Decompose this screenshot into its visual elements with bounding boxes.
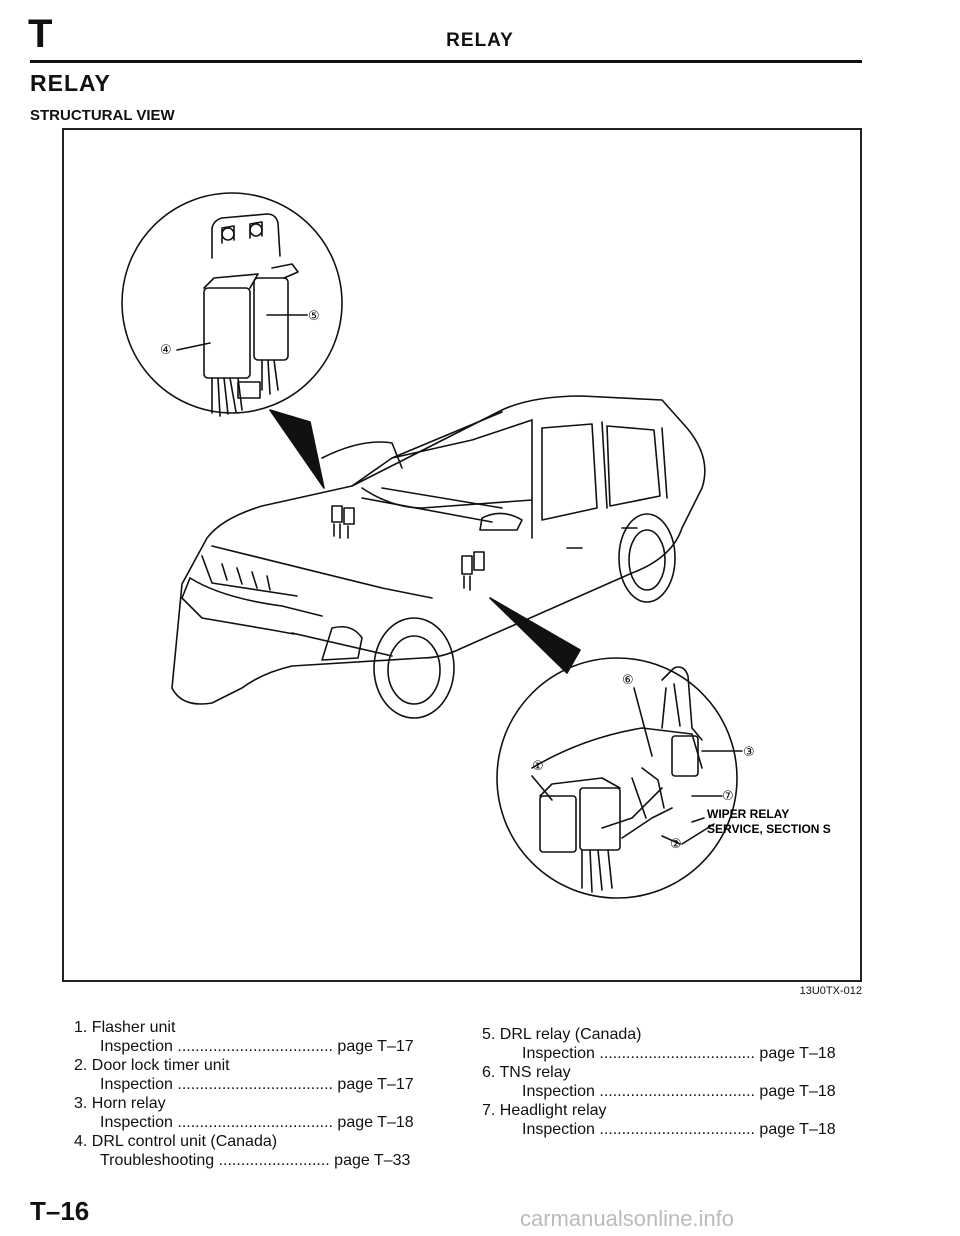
legend-column-2: 5. DRL relay (Canada) Inspection .......… xyxy=(482,1025,882,1139)
watermark: carmanualsonline.info xyxy=(520,1206,735,1231)
callout-4: ④ xyxy=(160,343,172,358)
legend-item: 1. Flasher unit xyxy=(74,1019,176,1036)
callout-6: ⑥ xyxy=(622,673,634,688)
legend-reference: Inspection .............................… xyxy=(522,1045,836,1062)
callout-1: ① xyxy=(532,759,544,774)
lower-relay-group xyxy=(531,666,703,893)
legend-item: 6. TNS relay xyxy=(482,1064,571,1081)
header-rule xyxy=(30,60,862,63)
relay-location-illustration: ⑤ ④ ⑥ ③ ① ⑦ ② WIPER RELAY SERVICE, SECTI… xyxy=(121,192,831,899)
wiper-relay-note-line2: SERVICE, SECTION S xyxy=(707,822,831,836)
lower-detail-circle xyxy=(496,657,738,899)
section-letter: T xyxy=(28,12,53,56)
lower-pointer xyxy=(489,597,581,674)
callout-7: ⑦ xyxy=(722,789,734,804)
running-head-title: RELAY xyxy=(446,30,514,51)
figure-frame xyxy=(62,128,862,982)
legend-reference: Inspection .............................… xyxy=(100,1076,414,1093)
legend-item: 4. DRL control unit (Canada) xyxy=(74,1133,278,1150)
legend-column-1: 1. Flasher unit Inspection .............… xyxy=(74,1018,454,1170)
figure-code: 13U0TX-012 xyxy=(799,985,862,997)
upper-relay-group xyxy=(203,213,299,417)
car-relay-marks xyxy=(331,505,485,591)
legend-reference: Inspection .............................… xyxy=(100,1038,414,1055)
car-outline xyxy=(171,395,706,719)
legend-item: 5. DRL relay (Canada) xyxy=(482,1026,642,1043)
callout-2: ② xyxy=(670,837,682,852)
callout-5: ⑤ xyxy=(308,309,320,324)
page-title: RELAY xyxy=(30,70,111,96)
legend-reference: Inspection .............................… xyxy=(522,1083,836,1100)
page-number: T–16 xyxy=(30,1196,90,1226)
wiper-relay-note-line1: WIPER RELAY xyxy=(707,807,789,821)
legend-item: 7. Headlight relay xyxy=(482,1102,607,1119)
legend-item: 2. Door lock timer unit xyxy=(74,1057,230,1074)
legend-reference: Inspection .............................… xyxy=(522,1121,836,1138)
callout-3: ③ xyxy=(743,745,755,760)
upper-detail-circle xyxy=(121,192,343,414)
legend-reference: Troubleshooting ........................… xyxy=(100,1152,411,1169)
upper-pointer xyxy=(269,409,325,489)
legend-item: 3. Horn relay xyxy=(74,1095,166,1112)
legend-reference: Inspection .............................… xyxy=(100,1114,414,1131)
section-subtitle: STRUCTURAL VIEW xyxy=(30,107,175,124)
